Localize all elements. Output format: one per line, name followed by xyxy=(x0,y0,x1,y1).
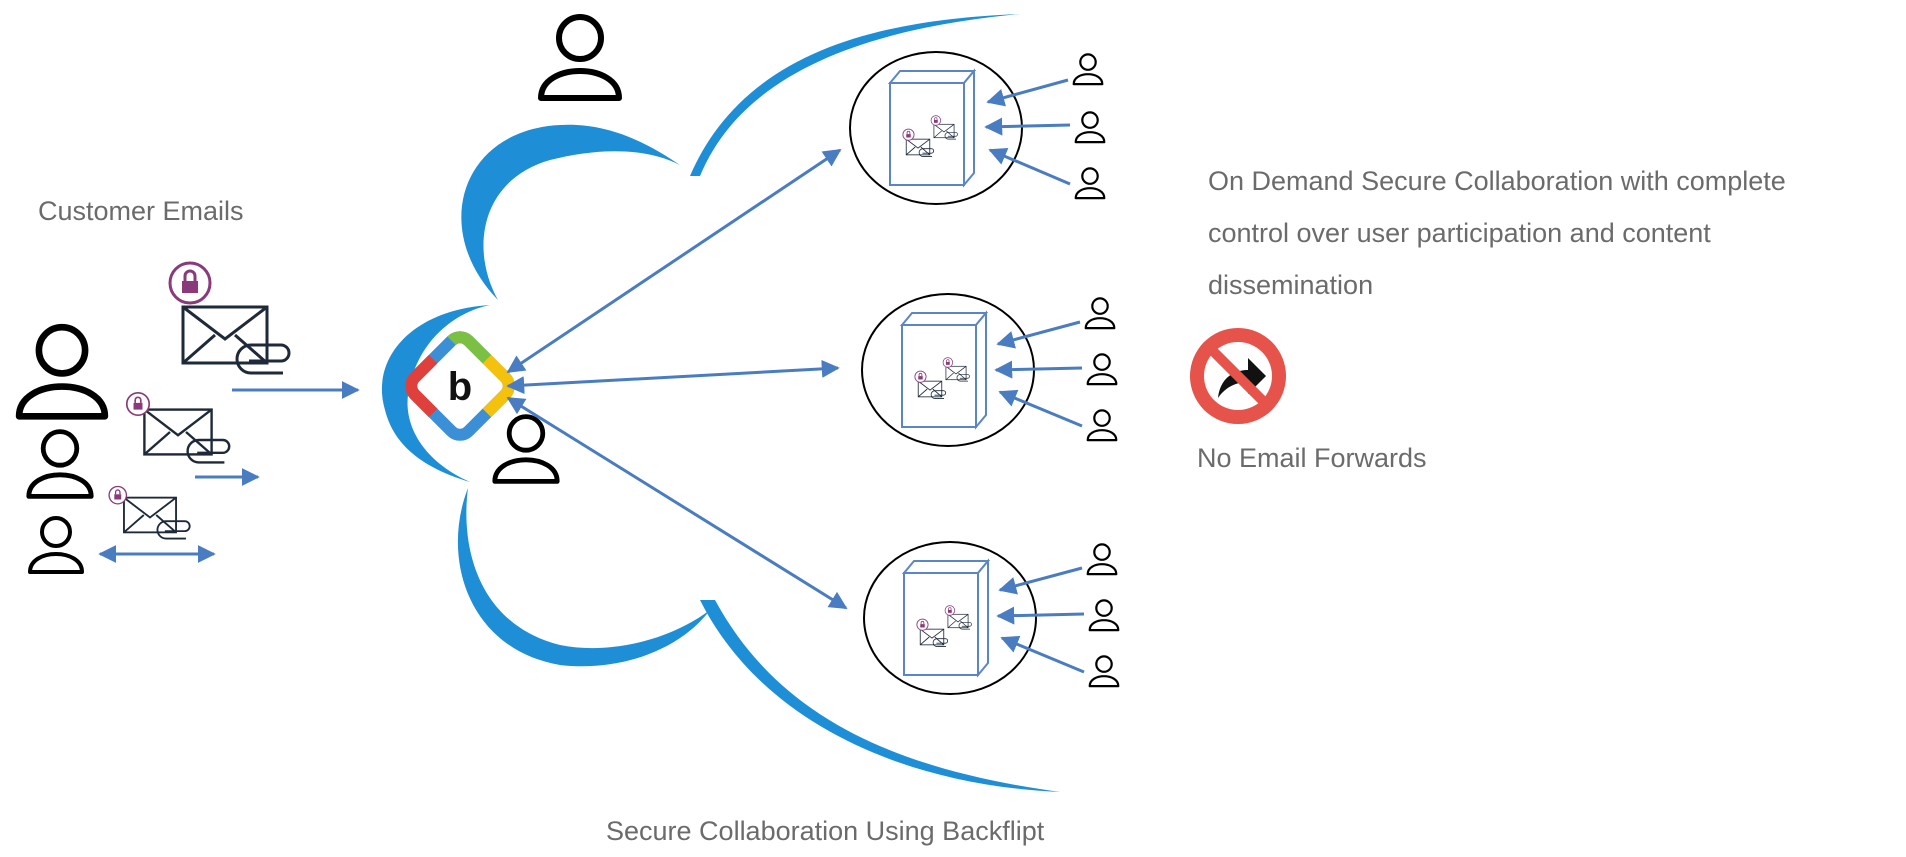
user-icon-medium xyxy=(29,432,91,497)
arrow xyxy=(506,359,840,395)
arrow xyxy=(506,148,842,374)
description-line: dissemination xyxy=(1208,270,1374,300)
participant-group xyxy=(996,543,1120,688)
email-icon xyxy=(168,261,291,375)
user-icon-small xyxy=(28,516,84,574)
description-text: On Demand Secure Collaboration with comp… xyxy=(1208,155,1888,311)
participant-group xyxy=(994,297,1118,442)
svg-text:b: b xyxy=(448,365,472,409)
user-icon-top xyxy=(541,17,619,98)
secure-workspace xyxy=(863,541,1037,695)
email-icon xyxy=(125,391,231,464)
secure-workspace xyxy=(849,51,1023,205)
backflipt-logo: b xyxy=(405,331,515,441)
participant-group xyxy=(984,53,1106,200)
no-email-forwards-label: No Email Forwards xyxy=(1197,443,1427,473)
user-icon-center xyxy=(495,417,557,482)
arrow xyxy=(506,396,848,610)
user-icon-large xyxy=(19,327,105,416)
diagram-caption: Secure Collaboration Using Backflipt xyxy=(606,816,1045,846)
description-line: On Demand Secure Collaboration with comp… xyxy=(1208,166,1786,196)
no-forward-icon xyxy=(1190,328,1286,424)
customer-emails-label: Customer Emails xyxy=(38,196,244,226)
email-icon xyxy=(108,485,191,540)
description-line: control over user participation and cont… xyxy=(1208,218,1711,248)
